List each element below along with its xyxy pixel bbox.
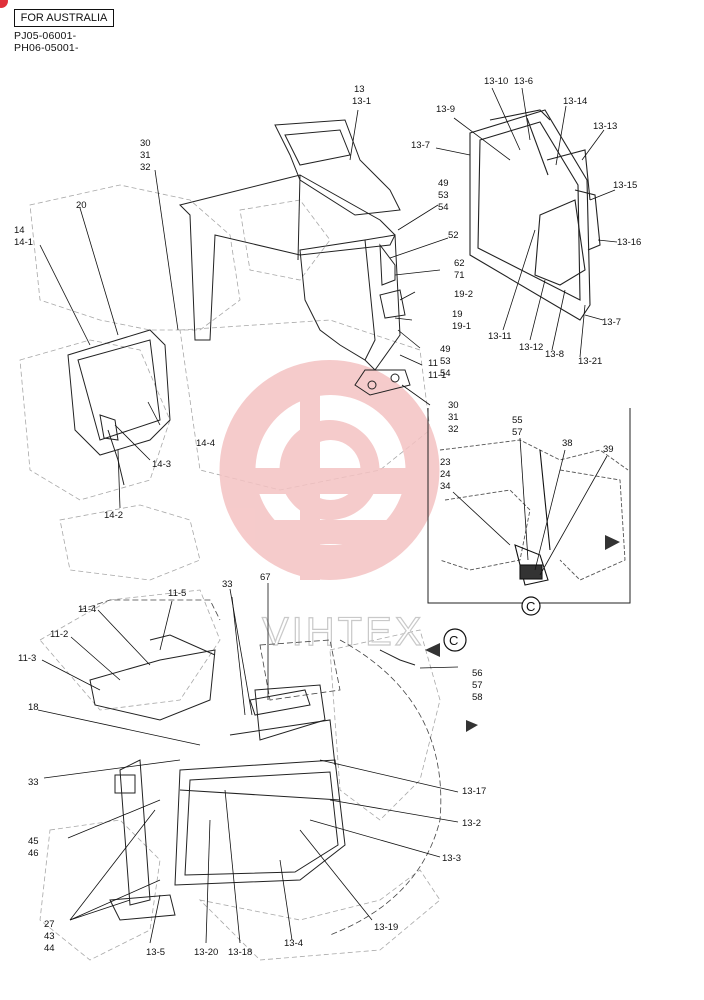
part-callout-39: 13-8 xyxy=(545,349,564,360)
part-callout-69: 13-20 xyxy=(194,947,218,958)
part-callout-33: 13-7 xyxy=(411,140,430,151)
part-callout-11: 52 xyxy=(448,230,459,241)
part-callout-41: 55 xyxy=(512,415,523,426)
part-callout-5: 20 xyxy=(76,200,87,211)
part-callout-13: 71 xyxy=(454,270,465,281)
part-callout-3: 31 xyxy=(140,150,151,161)
part-callout-23: 31 xyxy=(448,412,459,423)
part-callout-58: 33 xyxy=(28,777,39,788)
part-callout-2: 30 xyxy=(140,138,151,149)
part-callout-71: 13-4 xyxy=(284,938,303,949)
part-callout-45: 23 xyxy=(440,457,451,468)
part-callout-53: 11-3 xyxy=(18,653,36,664)
part-callout-57: 18 xyxy=(28,702,39,713)
part-number-callouts: 1313-1303132201414-149535452627119-21919… xyxy=(14,76,641,958)
part-callout-50: 11-5 xyxy=(168,588,186,599)
radiator-group-detail xyxy=(469,109,601,321)
watermark-text: VIHTEX xyxy=(262,610,424,654)
part-callout-14: 19-2 xyxy=(454,289,473,300)
part-callout-26: 14-3 xyxy=(152,459,171,470)
part-callout-65: 43 xyxy=(44,931,55,942)
part-callout-49: 67 xyxy=(260,572,271,583)
part-callout-0: 13 xyxy=(354,84,365,95)
corner-marker xyxy=(0,0,8,8)
background-machine-outline xyxy=(19,184,441,961)
part-callout-19: 54 xyxy=(440,368,451,379)
part-callout-42: 57 xyxy=(512,427,523,438)
part-callout-56: 58 xyxy=(472,692,483,703)
part-callout-64: 27 xyxy=(44,919,55,930)
leader-lines xyxy=(37,87,618,944)
lower-outline-curve xyxy=(79,599,442,936)
part-callout-36: 13-7 xyxy=(602,317,621,328)
part-callout-62: 45 xyxy=(28,836,39,847)
part-callout-16: 19-1 xyxy=(452,321,471,332)
part-callout-37: 13-11 xyxy=(488,331,512,342)
direction-arrow-icon-2 xyxy=(466,720,478,732)
detail-c-callout xyxy=(443,628,467,652)
part-callout-32: 13-13 xyxy=(593,121,617,132)
detail-view-c: C xyxy=(427,408,631,616)
part-callout-34: 13-15 xyxy=(613,180,637,191)
part-callout-18: 53 xyxy=(440,356,451,367)
part-callout-60: 13-2 xyxy=(462,818,481,829)
part-callout-47: 34 xyxy=(440,481,451,492)
part-callout-66: 44 xyxy=(44,943,55,954)
part-callout-40: 13-21 xyxy=(578,356,602,367)
part-callout-55: 57 xyxy=(472,680,483,691)
part-callout-29: 13-6 xyxy=(514,76,533,87)
part-callout-1: 13-1 xyxy=(352,96,371,107)
part-callout-27: 14-2 xyxy=(104,510,123,521)
part-callout-51: 11-4 xyxy=(78,604,96,615)
watermark-logo xyxy=(219,360,440,580)
part-callout-59: 13-17 xyxy=(462,786,486,797)
part-callout-70: 13-18 xyxy=(228,947,252,958)
part-callout-17: 49 xyxy=(440,344,451,355)
part-callout-15: 19 xyxy=(452,309,463,320)
part-callout-24: 32 xyxy=(448,424,459,435)
part-callout-4: 32 xyxy=(140,162,151,173)
detail-view-c-marker: C xyxy=(526,599,535,614)
frame-and-cover-13 xyxy=(179,119,411,396)
lower-duct-assembly xyxy=(89,634,346,921)
arrow-icon xyxy=(605,535,620,550)
part-callout-31: 13-14 xyxy=(563,96,587,107)
part-callout-68: 13-5 xyxy=(146,947,165,958)
part-callout-52: 11-2 xyxy=(50,629,68,640)
part-callout-35: 13-16 xyxy=(617,237,641,248)
part-callout-25: 14-4 xyxy=(196,438,215,449)
detail-c-callout-label: C xyxy=(449,633,458,648)
part-callout-38: 13-12 xyxy=(519,342,543,353)
part-callout-6: 14 xyxy=(14,225,25,236)
part-callout-54: 56 xyxy=(472,668,483,679)
part-callout-8: 49 xyxy=(438,178,449,189)
part-callout-12: 62 xyxy=(454,258,465,269)
part-callout-63: 46 xyxy=(28,848,39,859)
part-callout-48: 33 xyxy=(222,579,233,590)
serial-range-1: PJ05-06001- xyxy=(14,30,77,42)
serial-range-2: PH06-05001- xyxy=(14,42,79,54)
part-callout-21: 11-1 xyxy=(428,370,446,381)
part-callout-28: 13-10 xyxy=(484,76,508,87)
part-callout-22: 30 xyxy=(448,400,459,411)
region-tag: FOR AUSTRALIA xyxy=(14,9,114,27)
part-callout-7: 14-1 xyxy=(14,237,33,248)
part-callout-30: 13-9 xyxy=(436,104,455,115)
radiator-shroud-14 xyxy=(67,329,171,486)
part-callout-46: 24 xyxy=(440,469,451,480)
part-callout-20: 11 xyxy=(428,358,438,369)
part-callout-44: 39 xyxy=(603,444,614,455)
part-callout-67: 13-19 xyxy=(374,922,398,933)
direction-arrow-icon xyxy=(425,643,440,657)
part-callout-10: 54 xyxy=(438,202,449,213)
part-callout-43: 38 xyxy=(562,438,573,449)
part-callout-9: 53 xyxy=(438,190,449,201)
part-callout-61: 13-3 xyxy=(442,853,461,864)
